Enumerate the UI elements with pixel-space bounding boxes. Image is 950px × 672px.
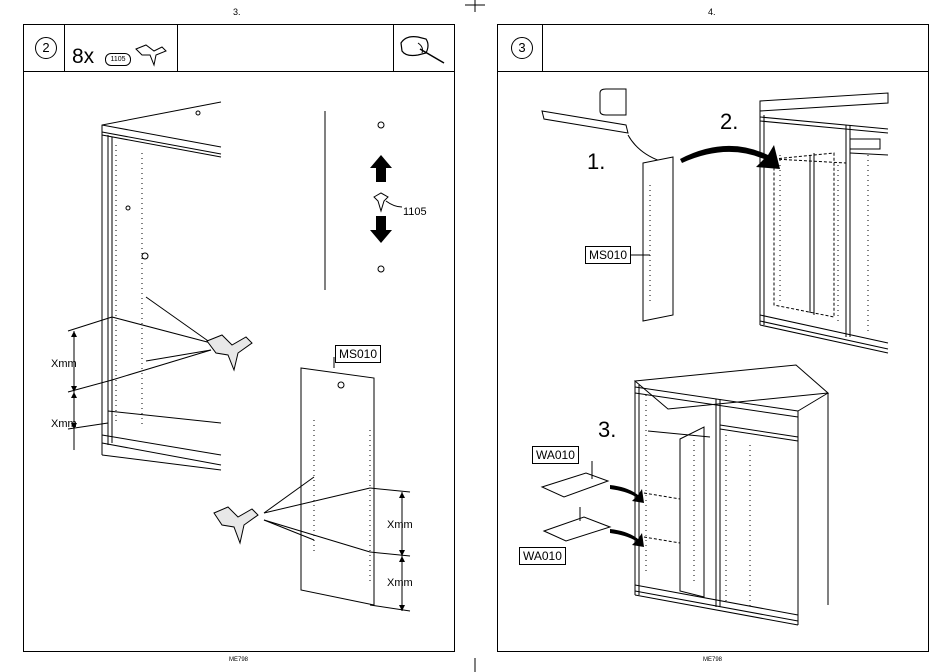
left-page: 2 8x 1105: [23, 24, 455, 652]
right-page: 3: [497, 24, 929, 652]
footer-code-left: ME798: [229, 657, 248, 663]
wardrobe-side-drawing: [24, 25, 454, 651]
panel-label: MS010: [585, 246, 631, 264]
callout-part-number: 1105: [403, 206, 427, 218]
sub-step-number: 3.: [598, 417, 616, 443]
dimension-label: Xmm: [51, 358, 77, 370]
shelf-label: WA010: [532, 446, 579, 464]
sub-step-number: 1.: [587, 149, 605, 175]
sub-step-number: 2.: [720, 109, 738, 135]
dimension-label: Xmm: [387, 519, 413, 531]
dimension-label: Xmm: [51, 418, 77, 430]
shelf-label: WA010: [519, 547, 566, 565]
footer-code-right: ME798: [703, 657, 722, 663]
dimension-label: Xmm: [387, 577, 413, 589]
panel-label: MS010: [335, 345, 381, 363]
